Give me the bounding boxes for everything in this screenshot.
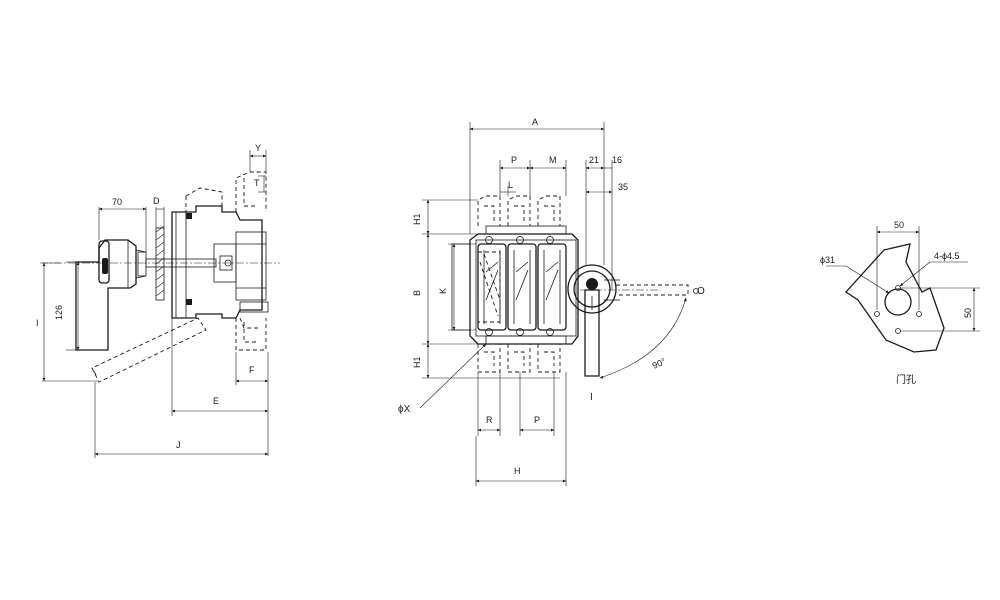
dim-H-label: H xyxy=(514,466,521,476)
door-panel xyxy=(155,225,165,301)
screw-hole-right xyxy=(916,311,922,317)
center-hole xyxy=(884,288,912,316)
screw-hole-bottom xyxy=(895,328,901,334)
cutout-outline xyxy=(845,243,945,353)
rotary-handle xyxy=(567,264,699,377)
bottom-cover-outline xyxy=(235,318,267,351)
dim-H1-top-label: H1 xyxy=(412,213,422,225)
dim-A-label: A xyxy=(532,117,538,127)
screw-hole-top xyxy=(895,285,901,291)
bottom-terminals-outline xyxy=(477,344,561,373)
dim-70-label: 70 xyxy=(112,197,122,207)
dim-21-label: 21 xyxy=(589,155,599,165)
pole-1 xyxy=(477,243,507,331)
dim-B-label: B xyxy=(412,290,422,296)
dim-phi31-label: ϕ31 xyxy=(820,255,835,265)
dim-H1-bottom-label: H1 xyxy=(412,356,422,368)
shaft xyxy=(145,258,217,268)
dim-50-top-label: 50 xyxy=(894,220,904,230)
cutout-caption: 门孔 xyxy=(896,373,916,386)
dim-50-right-label: 50 xyxy=(963,308,973,318)
dim-16-label: 16 xyxy=(612,155,622,165)
dim-126-label: 126 xyxy=(54,305,64,320)
angle-90-label: 90° xyxy=(651,356,668,371)
dim-F-label: F xyxy=(249,365,255,375)
dim-M-label: M xyxy=(549,155,557,165)
top-terminals-outline xyxy=(477,195,561,226)
handle-body xyxy=(75,239,147,351)
side-view: 70 D Y T 126 I F E xyxy=(36,143,280,458)
rotated-handle-outline xyxy=(91,317,207,383)
dim-E-label: E xyxy=(213,396,219,406)
dim-I-label: I xyxy=(36,318,39,328)
front-view: 90° O I A P M 21 16 L 35 xyxy=(398,117,705,486)
dim-4phi45-label: 4-ϕ4.5 xyxy=(934,251,960,261)
dim-35-label: 35 xyxy=(618,182,628,192)
phiX-leader xyxy=(419,343,487,409)
pole-2 xyxy=(507,243,537,331)
top-terminal-outline xyxy=(185,187,223,212)
dim-R-label: R xyxy=(486,415,493,425)
switch-body xyxy=(171,205,269,319)
dim-K-label: K xyxy=(438,288,448,294)
door-cutout-view: 50 ϕ31 4-ϕ4.5 50 门孔 xyxy=(820,220,980,386)
label-O: O xyxy=(697,286,705,297)
dim-Y-label: Y xyxy=(255,143,261,153)
dim-P-bottom-label: P xyxy=(534,415,540,425)
rotation-arc xyxy=(599,297,687,379)
dim-D-label: D xyxy=(153,196,160,206)
screw-hole-left xyxy=(874,311,880,317)
dim-phiX-label: ϕX xyxy=(398,404,411,415)
pole-3 xyxy=(537,243,567,331)
dim-J-label: J xyxy=(176,440,181,450)
dim-P-top-label: P xyxy=(511,155,517,165)
label-I: I xyxy=(590,392,593,403)
dim-L-label: L xyxy=(508,180,513,190)
dim-T-label: T xyxy=(254,178,260,188)
